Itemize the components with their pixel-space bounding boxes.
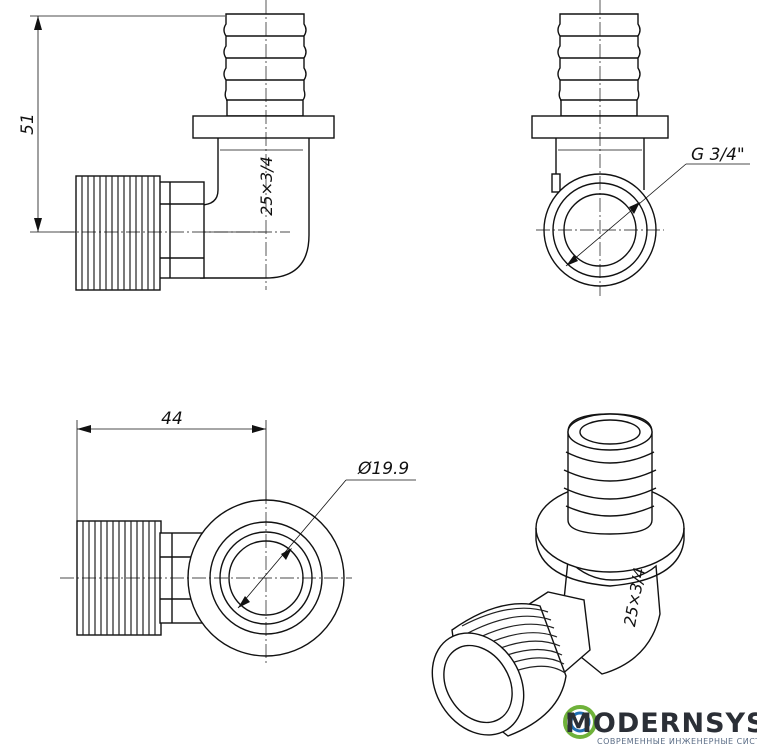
arrow-down (34, 218, 42, 232)
hex-nut (157, 181, 205, 279)
logo-ring-inner (569, 711, 591, 733)
arrow-up (34, 16, 42, 30)
dimension-51-label: 51 (18, 113, 38, 135)
modernsys-logo: MODERNSYS СОВРЕМЕННЫЕ ИНЖЕНЕРНЫЕ СИСТЕМЫ (563, 705, 757, 746)
logo-ring-outer (563, 705, 597, 739)
top-view: 44 Ø19.9 (60, 409, 416, 666)
front-marking: 25×3/4 (257, 156, 276, 216)
side-nut-edge (551, 173, 561, 193)
elbow-outer (200, 138, 310, 279)
front-view: 51 25×3/4 (18, 0, 335, 291)
iso-view: 25×3/4 (431, 413, 685, 737)
iso-thread-face (431, 632, 525, 736)
thread-hatch-front (81, 176, 155, 290)
diameter-label: Ø19.9 (357, 459, 409, 479)
iso-thread-bore (443, 644, 513, 724)
logo-tagline: СОВРЕМЕННЫЕ ИНЖЕНЕРНЫЕ СИСТЕМЫ (597, 737, 757, 746)
thread-leader (565, 163, 687, 267)
side-view: G 3/4" (531, 0, 750, 296)
diameter-leader (237, 479, 347, 609)
collar (192, 115, 335, 139)
logo-wordmark: MODERNSYS (565, 708, 757, 739)
thread-size-label: G 3/4" (691, 145, 745, 165)
dimension-44-label: 44 (161, 409, 183, 429)
